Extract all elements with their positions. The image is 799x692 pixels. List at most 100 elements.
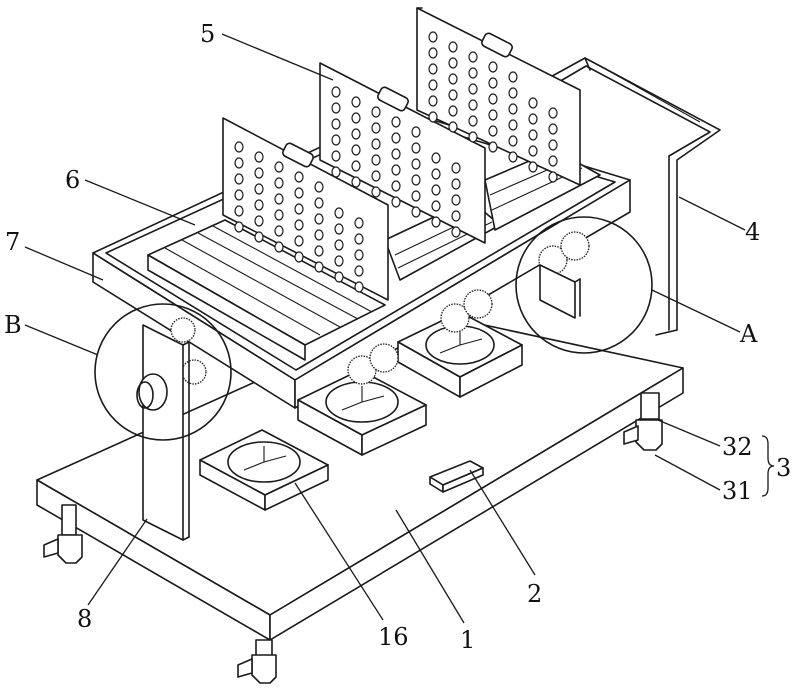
perforation-hole	[488, 109, 498, 121]
base-plate	[36, 309, 684, 641]
perforation-hole	[314, 213, 324, 225]
perforation-hole	[428, 63, 438, 75]
label-4: 4	[745, 218, 760, 246]
perforation-hole	[234, 157, 244, 169]
perforation-hole	[294, 235, 304, 247]
perforation-hole	[451, 226, 461, 238]
perforation-hole	[254, 151, 264, 163]
perforation-hole	[528, 161, 538, 173]
perforation-hole	[294, 171, 304, 183]
perforation-hole	[528, 113, 538, 125]
perforation-hole	[371, 106, 381, 118]
handle-frame	[544, 57, 721, 336]
perforation-hole	[331, 150, 341, 162]
perforation-hole	[371, 186, 381, 198]
perforation-hole	[431, 200, 441, 212]
perforation-hole	[468, 67, 478, 79]
perforation-hole	[234, 189, 244, 201]
perforation-hole	[294, 203, 304, 215]
perforation-hole	[428, 31, 438, 43]
caster-front-left	[43, 504, 83, 564]
caster-front-center	[237, 639, 277, 684]
perforation-hole	[411, 142, 421, 154]
perforation-hole	[351, 144, 361, 156]
perforation-hole	[391, 180, 401, 192]
perforation-hole	[451, 178, 461, 190]
fan-front	[199, 429, 329, 511]
perforation-hole	[331, 166, 341, 178]
perforation-hole	[528, 97, 538, 109]
perforation-hole	[548, 139, 558, 151]
perforation-hole	[371, 170, 381, 182]
perforation-hole	[334, 271, 344, 283]
perforation-hole	[411, 158, 421, 170]
perforation-hole	[508, 71, 518, 83]
perforation-hole	[391, 132, 401, 144]
perforation-hole	[351, 112, 361, 124]
perforation-hole	[451, 210, 461, 222]
perforation-hole	[331, 102, 341, 114]
detail-circle-b	[94, 303, 232, 441]
perforation-hole	[254, 199, 264, 211]
perforation-hole	[371, 138, 381, 150]
perforation-hole	[354, 217, 364, 229]
perforation-hole	[351, 96, 361, 108]
perforation-hole	[451, 194, 461, 206]
label-31: 31	[722, 477, 753, 505]
perforation-hole	[354, 265, 364, 277]
perforation-hole	[274, 241, 284, 253]
perforation-hole	[294, 251, 304, 263]
perforation-hole	[314, 229, 324, 241]
perforation-hole	[428, 47, 438, 59]
perforation-hole	[254, 167, 264, 179]
perforation-hole	[234, 141, 244, 153]
perforation-hole	[488, 141, 498, 153]
perforation-hole	[448, 105, 458, 117]
lid-holes	[234, 31, 558, 293]
label-5: 5	[200, 20, 215, 48]
caster-rear-right	[623, 392, 663, 451]
perforation-hole	[391, 164, 401, 176]
perforation-hole	[508, 135, 518, 147]
perforation-hole	[391, 196, 401, 208]
label-3: 3	[776, 454, 791, 482]
perforation-hole	[488, 61, 498, 73]
label-8: 8	[77, 605, 92, 633]
perforation-hole	[391, 116, 401, 128]
label-7: 7	[5, 228, 20, 256]
support-post-right	[539, 264, 581, 319]
perforation-hole	[294, 219, 304, 231]
perforation-hole	[354, 281, 364, 293]
perforation-hole	[508, 119, 518, 131]
perforation-hole	[528, 145, 538, 157]
perforation-hole	[331, 134, 341, 146]
perforation-hole	[451, 162, 461, 174]
perforation-hole	[488, 125, 498, 137]
perforation-hole	[428, 79, 438, 91]
detail-circle-a	[515, 216, 653, 354]
perforation-hole	[274, 209, 284, 221]
perforation-hole	[254, 215, 264, 227]
support-post-left	[136, 324, 190, 541]
label-1: 1	[460, 626, 475, 654]
perforation-hole	[448, 73, 458, 85]
perforation-hole	[468, 51, 478, 63]
label-32: 32	[722, 433, 753, 461]
perforation-hole	[411, 190, 421, 202]
perforation-hole	[234, 173, 244, 185]
lid-right	[416, 7, 581, 186]
perforation-hole	[528, 129, 538, 141]
perforation-hole	[334, 207, 344, 219]
perforation-hole	[274, 225, 284, 237]
perforation-hole	[508, 103, 518, 115]
perforation-hole	[254, 231, 264, 243]
perforation-hole	[468, 83, 478, 95]
perforation-hole	[274, 177, 284, 189]
perforation-hole	[294, 187, 304, 199]
perforation-hole	[448, 89, 458, 101]
label-16: 16	[378, 623, 409, 651]
perforation-hole	[334, 239, 344, 251]
perforation-hole	[331, 86, 341, 98]
perforation-hole	[314, 181, 324, 193]
perforation-hole	[234, 221, 244, 233]
